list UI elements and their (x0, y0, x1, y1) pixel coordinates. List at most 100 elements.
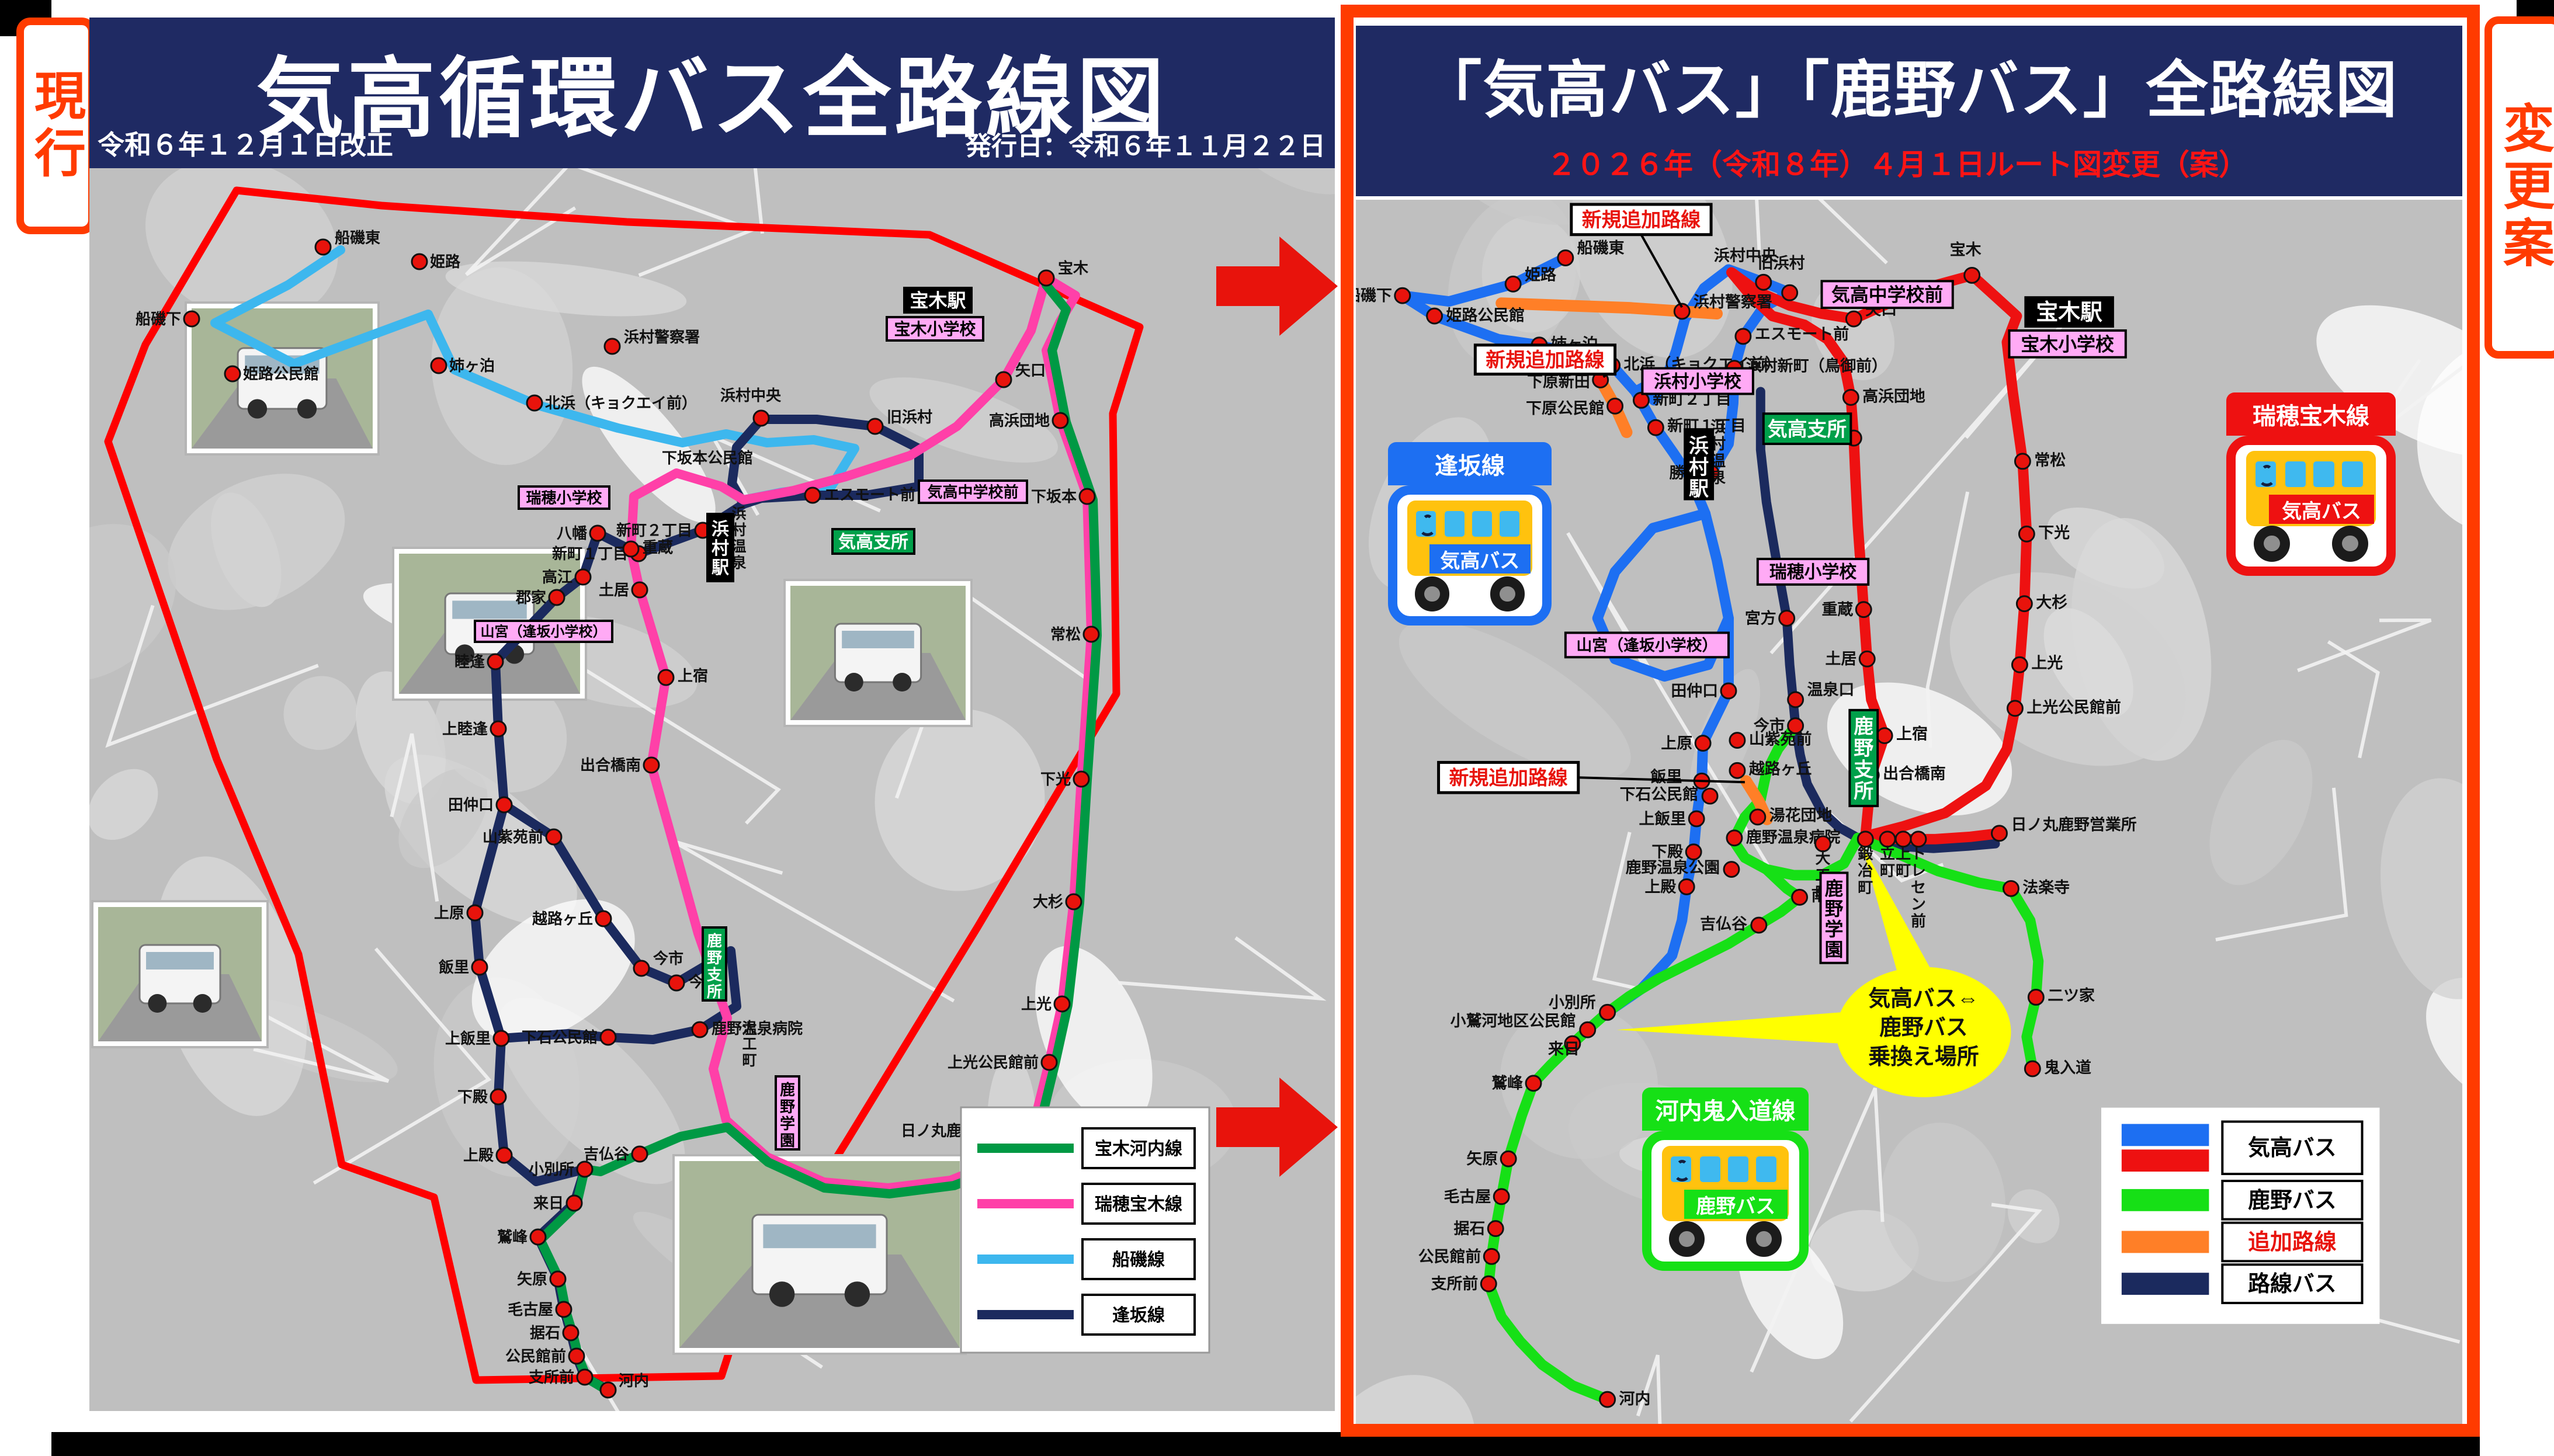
bus-stop-dot (565, 1194, 583, 1212)
svg-text:瑞穂小学校: 瑞穂小学校 (526, 489, 602, 506)
bus-stop-label: 上睦逢 (442, 720, 488, 738)
svg-text:宝木駅: 宝木駅 (2036, 301, 2102, 325)
bus-stop-label: 吉仏谷 (584, 1145, 630, 1163)
landmark-label (1641, 367, 1754, 395)
bus-stop-dot (2015, 595, 2033, 613)
bus-stop-label: 毛古屋 (508, 1301, 553, 1318)
bus-stop-dot (2002, 880, 2019, 897)
bus-stop-dot (1694, 735, 1712, 752)
bus-stop-dot (631, 581, 648, 599)
svg-text:浜村駅: 浜村駅 (1689, 435, 1709, 501)
bus-stop-label: 湯花団地 (1769, 807, 1833, 824)
proposed-map-frame: 「気高バス」「鹿野バス」全路線図 ２０２６年（令和８年）４月１日ルート図変更（案… (877, 0, 2554, 1456)
svg-text:上町: 上町 (1896, 846, 1911, 880)
bus-operator-label: 気高バス (2268, 495, 2375, 524)
bus-stop-dot (752, 409, 770, 427)
bus-stop-label: 姫路 (1525, 265, 1556, 283)
bus-stop-label: 支所前 (529, 1368, 574, 1386)
bus-stop-dot (492, 1030, 510, 1047)
bus-stop-dot (1557, 249, 1574, 266)
bus-stop-dot (1483, 1247, 1500, 1265)
bus-stop-label: 姉ヶ泊 (449, 357, 495, 374)
legend-label: 追加路線 (2248, 1230, 2337, 1255)
bus-stop-label: 山紫苑前 (1749, 730, 1812, 748)
bus-stop-label: 上光公民館前 (948, 1054, 1039, 1071)
bus-stop-label: エスモート前 (824, 486, 915, 503)
svg-text:宝木駅: 宝木駅 (910, 290, 966, 311)
bus-stop-dot (1073, 770, 1090, 788)
bus-stop-dot (1720, 682, 1737, 700)
bus-stop-label: 小別所 (1549, 993, 1596, 1011)
bus-stop-dot (555, 1301, 572, 1318)
left-map-canvas: 船磯東姫路船磯下姫路公民館姉ヶ泊北浜（キョクエイ前）浜村警察署浜村中央旧浜村エス… (0, 0, 2277, 1456)
bus-stop-label: 出合橋南 (580, 756, 641, 774)
bus-stop-dot (1755, 273, 1772, 291)
bus-stop-label: 支所前 (1431, 1274, 1479, 1292)
bus-stop-label: 据石 (1453, 1220, 1485, 1238)
svg-text:気高中学校前: 気高中学校前 (927, 483, 1018, 501)
bus-stop-label: 下光 (2038, 524, 2070, 541)
svg-text:鹿野バス: 鹿野バス (1879, 1016, 1967, 1040)
bus-stop-label: 矢口 (1015, 362, 1046, 379)
bus-stop-dot (2027, 989, 2045, 1006)
bus-stop-label: 日ノ丸鹿野営業所 (2011, 815, 2136, 833)
legend-label: 船磯線 (1112, 1250, 1165, 1270)
bus-stop-dot (1726, 829, 1743, 847)
bus-photo (185, 301, 380, 456)
bus-stop-label: 飯里 (1650, 767, 1682, 786)
current-tag: 現行 (16, 18, 96, 234)
bus-stop-label: 来日 (1548, 1040, 1580, 1058)
svg-text:新規追加路線: 新規追加路線 (1486, 349, 1604, 371)
bus-stop-dot (411, 253, 428, 270)
right-map-title: 「気高バス」「鹿野バス」全路線図 (1420, 56, 2399, 125)
bus-stop-dot (1855, 601, 1872, 618)
bus-stop-dot (466, 904, 484, 922)
bus-stop-label: 睦逢 (454, 653, 485, 670)
new-route-callout (1570, 203, 1713, 237)
bus-stop-dot (562, 1324, 579, 1342)
landmark-label (1684, 428, 1715, 501)
bus-stop-label: 浜村中央 (720, 387, 782, 404)
svg-text:浜村小学校: 浜村小学校 (1654, 371, 1741, 391)
bus-stop-label: 重蔵 (1821, 601, 1853, 618)
bus-stop-label: 船磯東 (335, 229, 380, 246)
bus-stop-dot (1673, 303, 1691, 320)
landmark-label (1819, 871, 1849, 964)
bus-stop-dot (1787, 717, 1805, 735)
bus-stop-label: 土居 (1825, 650, 1856, 668)
landmark-label (2008, 329, 2127, 359)
landmark-label (1762, 412, 1852, 445)
bus-stop-dot (1963, 266, 1981, 284)
bus-stop-dot (1040, 1054, 1058, 1071)
bus-stop-dot (1504, 275, 1522, 293)
bus-stop-label: 山紫苑前 (483, 828, 543, 846)
bus-stop-label: 越路ヶ丘 (1749, 759, 1812, 777)
bus-stop-dot (1842, 388, 1859, 406)
svg-text:瑞穂小学校: 瑞穂小学校 (1769, 562, 1857, 582)
bus-stop-label: 小別所 (529, 1160, 574, 1178)
bus-stop-dot (657, 669, 675, 686)
bus-stop-dot (1791, 888, 1809, 906)
bus-stop-label: 八幡 (557, 524, 588, 542)
proposed-tag: 変更案 (2484, 16, 2554, 359)
bus-stop-label: 上原 (434, 904, 464, 922)
bus-stop-dot (1487, 1220, 1504, 1238)
svg-text:気高中学校前: 気高中学校前 (1831, 284, 1943, 305)
bus-line-icon-逢坂線: 逢坂線気高バス (1388, 442, 1552, 626)
bus-stop-dot (995, 371, 1012, 388)
bus-stop-dot (603, 338, 621, 355)
bus-stop-label: 姫路公民館 (243, 365, 319, 383)
bus-stop-dot (1685, 843, 1702, 861)
bus-stop-label: 公民館前 (1418, 1247, 1481, 1265)
bus-stop-label: 船磯下 (136, 310, 181, 328)
bus-stop-dot (1688, 810, 1705, 828)
bus-stop-label: 温泉口 (1807, 680, 1855, 699)
bus-stop-label: 宝木 (1950, 241, 1982, 259)
bus-stop-dot (1991, 825, 2008, 842)
landmark-label (775, 1075, 800, 1151)
landmark-label (1756, 558, 1870, 586)
landmark-label (702, 926, 727, 1002)
legend-label: 鹿野バス (2248, 1189, 2336, 1213)
bus-stop-dot (529, 1228, 547, 1246)
bus-stop-label: 今市 (1754, 717, 1785, 735)
